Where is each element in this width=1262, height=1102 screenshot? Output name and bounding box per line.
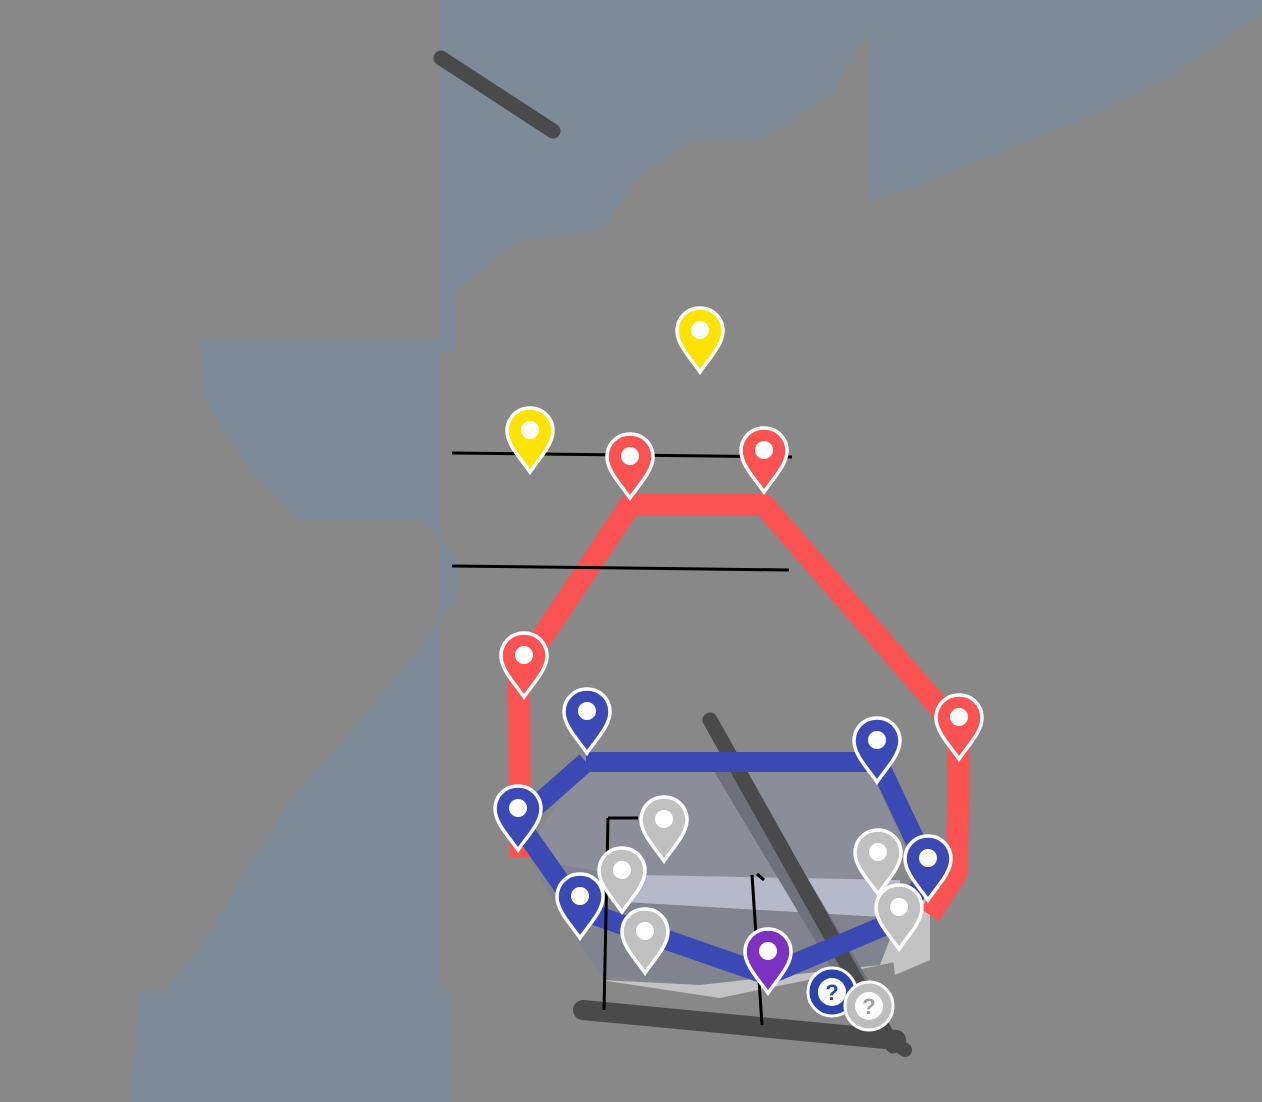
land-region-south-strip [130, 990, 450, 1102]
pin-gray-4[interactable] [617, 905, 673, 977]
svg-text:?: ? [862, 994, 875, 1019]
pin-blue-3[interactable] [490, 782, 546, 854]
pin-gray-1[interactable] [636, 793, 692, 865]
badge-unknown-gray[interactable]: ? [843, 980, 895, 1032]
pin-blue-2[interactable] [849, 714, 905, 786]
land-region-north [0, 0, 869, 352]
road-segment-south-horizontal [573, 1000, 906, 1050]
pin-red-4[interactable] [931, 691, 987, 763]
pin-blue-1[interactable] [559, 685, 615, 757]
pin-red-3[interactable] [496, 629, 552, 701]
building-band-light[interactable] [625, 875, 900, 918]
pin-yellow-2[interactable] [502, 404, 558, 476]
pin-gray-5[interactable] [871, 881, 927, 953]
pin-yellow-1[interactable] [672, 304, 728, 376]
road-segment-south-branch [878, 1028, 912, 1057]
road-segment-north-diagonal [433, 50, 561, 139]
thin-line-bracket-vertical [602, 817, 610, 1011]
pin-purple-1[interactable] [740, 925, 796, 997]
thin-line-center-tick [756, 872, 765, 882]
pin-blue-5[interactable] [552, 870, 608, 942]
svg-text:?: ? [825, 980, 838, 1005]
pin-gray-2[interactable] [594, 844, 650, 916]
land-region-northeast [869, 0, 1262, 200]
pin-gray-3[interactable] [850, 826, 906, 898]
pin-red-2[interactable] [736, 424, 792, 496]
land-region-z-shape [135, 340, 460, 1102]
pin-red-1[interactable] [602, 430, 658, 502]
thin-line-lower [451, 564, 790, 572]
pin-blue-4[interactable] [900, 832, 956, 904]
